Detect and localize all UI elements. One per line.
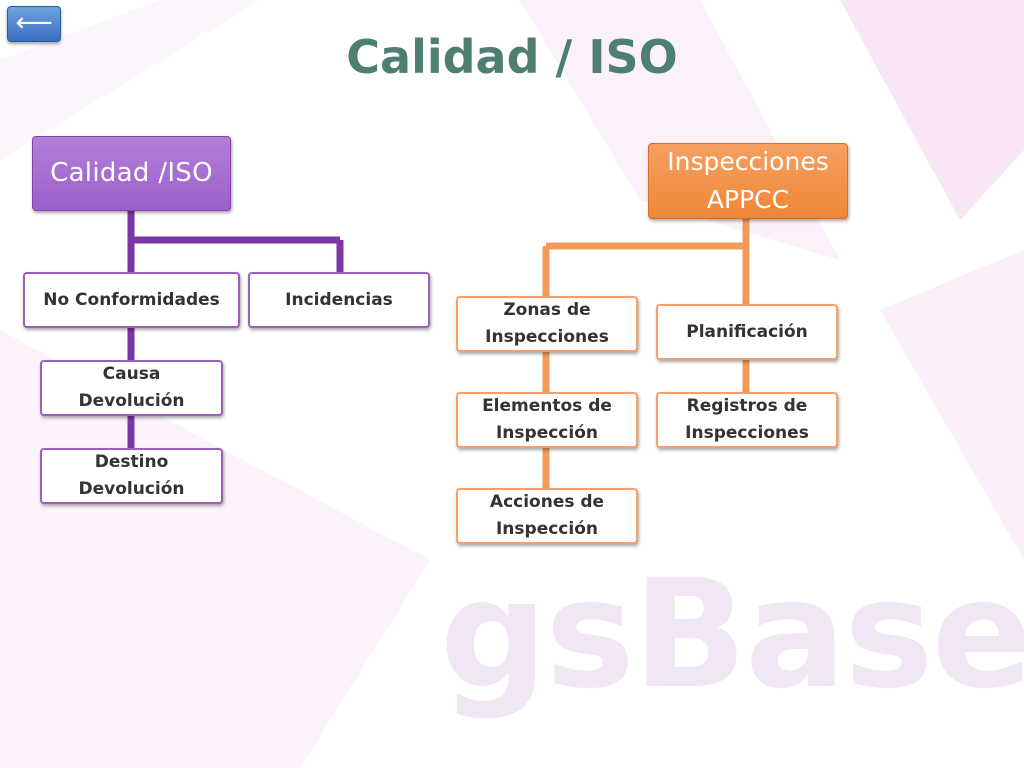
incidencias-node[interactable]: Incidencias bbox=[248, 272, 430, 328]
elementos-de-inspeccion-node[interactable]: Elementos de Inspección bbox=[456, 392, 638, 448]
planificacion-node[interactable]: Planificación bbox=[656, 304, 838, 360]
zonas-de-inspecciones-node[interactable]: Zonas de Inspecciones bbox=[456, 296, 638, 352]
back-arrow-button[interactable]: ⟵ bbox=[7, 6, 61, 42]
destino-devolucion-node[interactable]: Destino Devolución bbox=[40, 448, 223, 504]
inspecciones-appcc-root-node[interactable]: Inspecciones APPCC bbox=[648, 143, 848, 219]
no-conformidades-node[interactable]: No Conformidades bbox=[23, 272, 240, 328]
causa-devolucion-node[interactable]: Causa Devolución bbox=[40, 360, 223, 416]
page-title: Calidad / ISO bbox=[346, 30, 678, 84]
back-arrow-icon: ⟵ bbox=[15, 8, 53, 38]
calidad-iso-root-node[interactable]: Calidad /ISO bbox=[32, 136, 231, 211]
registros-de-inspecciones-node[interactable]: Registros de Inspecciones bbox=[656, 392, 838, 448]
acciones-de-inspeccion-node[interactable]: Acciones de Inspección bbox=[456, 488, 638, 544]
watermark-logo: gsBase bbox=[440, 548, 1024, 722]
